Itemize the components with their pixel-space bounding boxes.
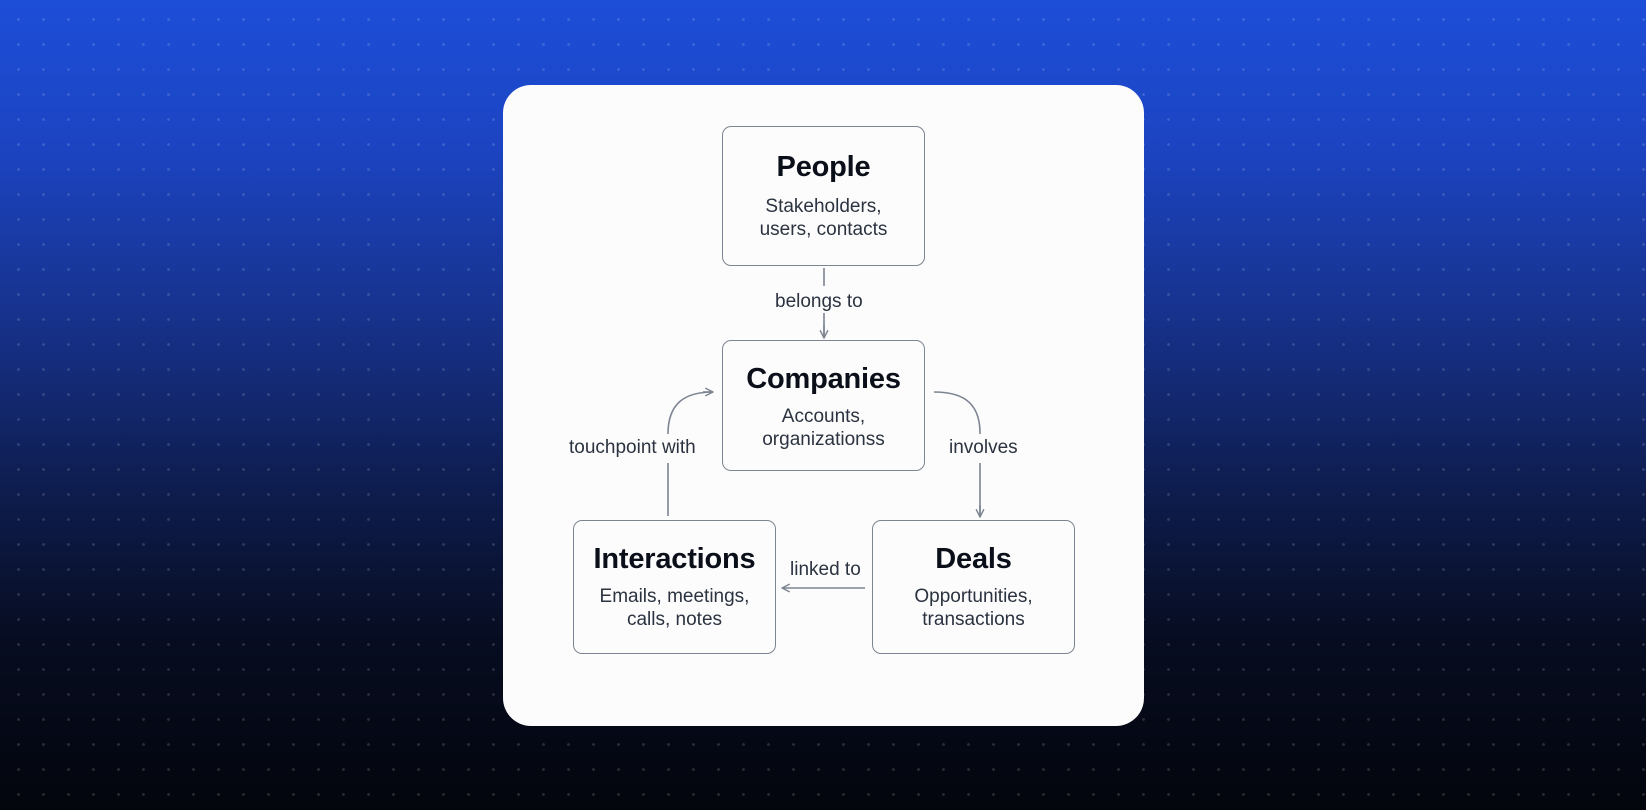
edge-label-involves: involves xyxy=(947,437,1020,459)
node-companies-subtitle-line-1: Accounts, xyxy=(781,406,866,427)
node-people: People Stakeholders, users, contacts xyxy=(722,126,925,266)
node-people-subtitle-line-1: Stakeholders, xyxy=(765,196,882,217)
node-companies-title: Companies xyxy=(746,363,901,395)
node-deals-subtitle-line-1: Opportunities, xyxy=(914,586,1033,607)
edge-label-linked-to: linked to xyxy=(790,559,861,580)
node-deals: Deals Opportunities, transactions xyxy=(872,520,1075,654)
edge-label-belongs-to: belongs to xyxy=(773,291,865,313)
node-people-subtitle: Stakeholders, users, contacts xyxy=(723,195,924,241)
node-interactions-subtitle-line-2: calls, notes xyxy=(626,609,723,630)
edge-label-touchpoint-with: touchpoint with xyxy=(567,437,698,459)
node-interactions-subtitle-line-1: Emails, meetings, xyxy=(599,586,750,607)
diagram-card: People Stakeholders, users, contacts Com… xyxy=(503,85,1144,726)
node-interactions: Interactions Emails, meetings, calls, no… xyxy=(573,520,776,654)
node-deals-subtitle-line-2: transactions xyxy=(922,609,1025,630)
node-deals-title: Deals xyxy=(935,543,1012,575)
node-people-title: People xyxy=(776,151,871,183)
node-companies-subtitle: Accounts, organizationss xyxy=(723,405,924,451)
node-people-subtitle-line-2: users, contacts xyxy=(759,219,888,240)
diagram-connectors xyxy=(667,268,985,593)
node-interactions-title: Interactions xyxy=(593,543,756,575)
node-companies-subtitle-line-2: organizationss xyxy=(762,429,885,450)
node-companies: Companies Accounts, organizationss xyxy=(722,340,925,471)
node-interactions-subtitle: Emails, meetings, calls, notes xyxy=(574,585,775,631)
node-deals-subtitle: Opportunities, transactions xyxy=(873,585,1074,631)
